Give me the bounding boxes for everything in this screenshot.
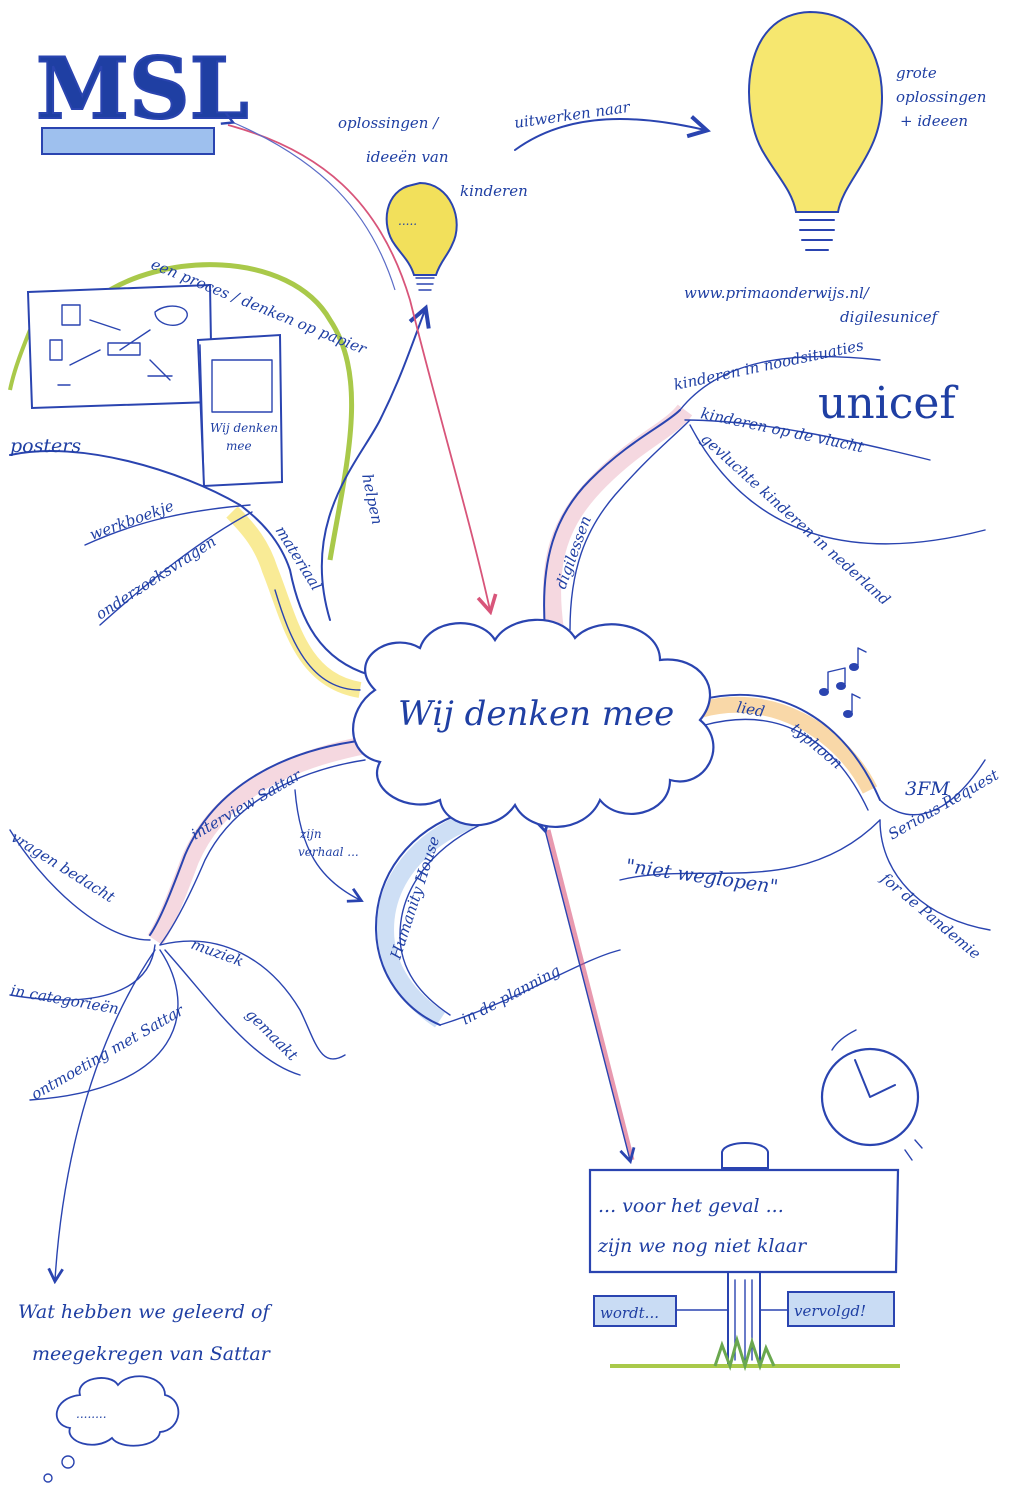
- workbook-drawing: Wij denken mee: [196, 333, 284, 488]
- big-lightbulb: [748, 10, 883, 251]
- unicef-wordmark: unicef: [818, 378, 958, 429]
- central-label: Wij denken mee: [398, 694, 674, 734]
- green-arc: [93, 262, 355, 561]
- onderzoeksvragen-label: onderzoeksvragen: [92, 532, 219, 623]
- ideas-label-2: ideeën van: [366, 148, 449, 166]
- small-bulb-dots: .....: [398, 214, 417, 228]
- clock-icon: [820, 1029, 923, 1161]
- interview-ribbon: [147, 736, 367, 945]
- msl-logo-underline: [41, 127, 215, 155]
- question-arrow: [55, 949, 156, 1280]
- niet-weglopen-label: "niet weglopen": [624, 855, 779, 898]
- uitwerken-arrow: [514, 119, 705, 151]
- onderzoeksvragen-line: [99, 511, 253, 626]
- materiaal-ribbon: [226, 506, 362, 698]
- werkboekje-line: [84, 504, 251, 546]
- noodsituaties-line: [679, 355, 881, 411]
- zijn-verhaal-1: zijn: [299, 827, 322, 841]
- book-title-2: mee: [226, 439, 252, 453]
- helpen-branch: [320, 310, 425, 621]
- vragen-line: [9, 829, 151, 941]
- sign-left-plate: wordt...: [600, 1304, 659, 1322]
- three-fm-label: 3FM: [905, 778, 950, 800]
- digilessen-branch: [543, 409, 681, 631]
- muziek-label: muziek: [189, 935, 246, 971]
- sign-line-1: ... voor het geval ...: [598, 1195, 784, 1217]
- interview-label: interview Sattar: [188, 766, 305, 844]
- lied-ribbon: [697, 696, 878, 794]
- pandemie-line: [879, 819, 991, 931]
- humanity-ribbon: [375, 811, 474, 1028]
- humanity-branch: [374, 811, 466, 1026]
- sign-line-2: zijn we nog niet klaar: [597, 1235, 808, 1257]
- big-label-1: grote: [896, 64, 937, 82]
- serious-request-label: Serious Request: [885, 765, 1003, 843]
- msl-logo-text: MSL: [36, 39, 249, 138]
- big-label-3: + ideeen: [900, 112, 968, 130]
- uitwerken-label: uitwerken naar: [513, 98, 632, 132]
- nederland-label: gevluchte kinderen in nederland: [697, 430, 893, 609]
- vlucht-line: [684, 419, 931, 461]
- posters-label: posters: [10, 435, 81, 457]
- materiaal-branch: [239, 504, 371, 676]
- gemaakt-line: [164, 949, 301, 1076]
- zijn-verhaal-2: verhaal ...: [298, 845, 359, 859]
- niet-weglopen-line: [619, 819, 881, 881]
- sign-right-plate: vervolgd!: [794, 1302, 866, 1320]
- digilessen-ribbon: [543, 404, 693, 632]
- signpost: ... voor het geval ... zijn we nog niet …: [588, 1142, 900, 1372]
- interview-branch: [149, 739, 366, 936]
- planning-double-arrow: [545, 829, 635, 1161]
- categorieen-label: in categorieën: [9, 981, 120, 1018]
- zijn-verhaal-arrow: [294, 789, 360, 900]
- msl-link-blue: [232, 122, 396, 291]
- posters-branch: [9, 450, 241, 506]
- helpen-label: helpen: [358, 472, 386, 526]
- central-cloud: Wij denken mee: [352, 618, 715, 828]
- ontmoeting-label: ontmoeting met Sattar: [28, 1001, 188, 1103]
- msl-logo: MSL: [35, 38, 250, 155]
- book-title-1: Wij denken: [210, 421, 278, 435]
- green-arc-left: [8, 329, 32, 391]
- ideas-label-1: oplossingen /: [338, 114, 440, 132]
- url-line-2: digilesunicef: [840, 308, 940, 326]
- question-line-2: meegekregen van Sattar: [32, 1343, 272, 1365]
- in-de-planning-label: in de planning: [458, 961, 563, 1028]
- music-notes-icon: [819, 647, 867, 718]
- categorieen-line: [9, 944, 156, 1001]
- thought-cloud: ........: [43, 1375, 180, 1483]
- nederland-line: [689, 424, 986, 545]
- lied-branch: [699, 693, 881, 801]
- serious-request-line: [879, 759, 986, 816]
- muziek-line: [159, 940, 346, 1060]
- ontmoeting-line: [29, 949, 179, 1101]
- thought-cloud-dots: ........: [76, 1407, 107, 1421]
- ideas-label-3: kinderen: [460, 182, 528, 200]
- werkboekje-label: werkboekje: [87, 497, 176, 544]
- lied-label: lied: [735, 698, 766, 721]
- msl-link-pink: [227, 124, 490, 610]
- small-lightbulb: .....: [385, 181, 458, 291]
- pandemie-label: for de Pandemie: [877, 869, 985, 963]
- paper-poster-drawing: [26, 283, 214, 410]
- url-line-1: www.primaonderwijs.nl/: [684, 284, 871, 302]
- question-line-1: Wat hebben we geleerd of: [18, 1301, 272, 1323]
- gemaakt-label: gemaakt: [242, 1005, 302, 1065]
- big-label-2: oplossingen: [896, 88, 986, 106]
